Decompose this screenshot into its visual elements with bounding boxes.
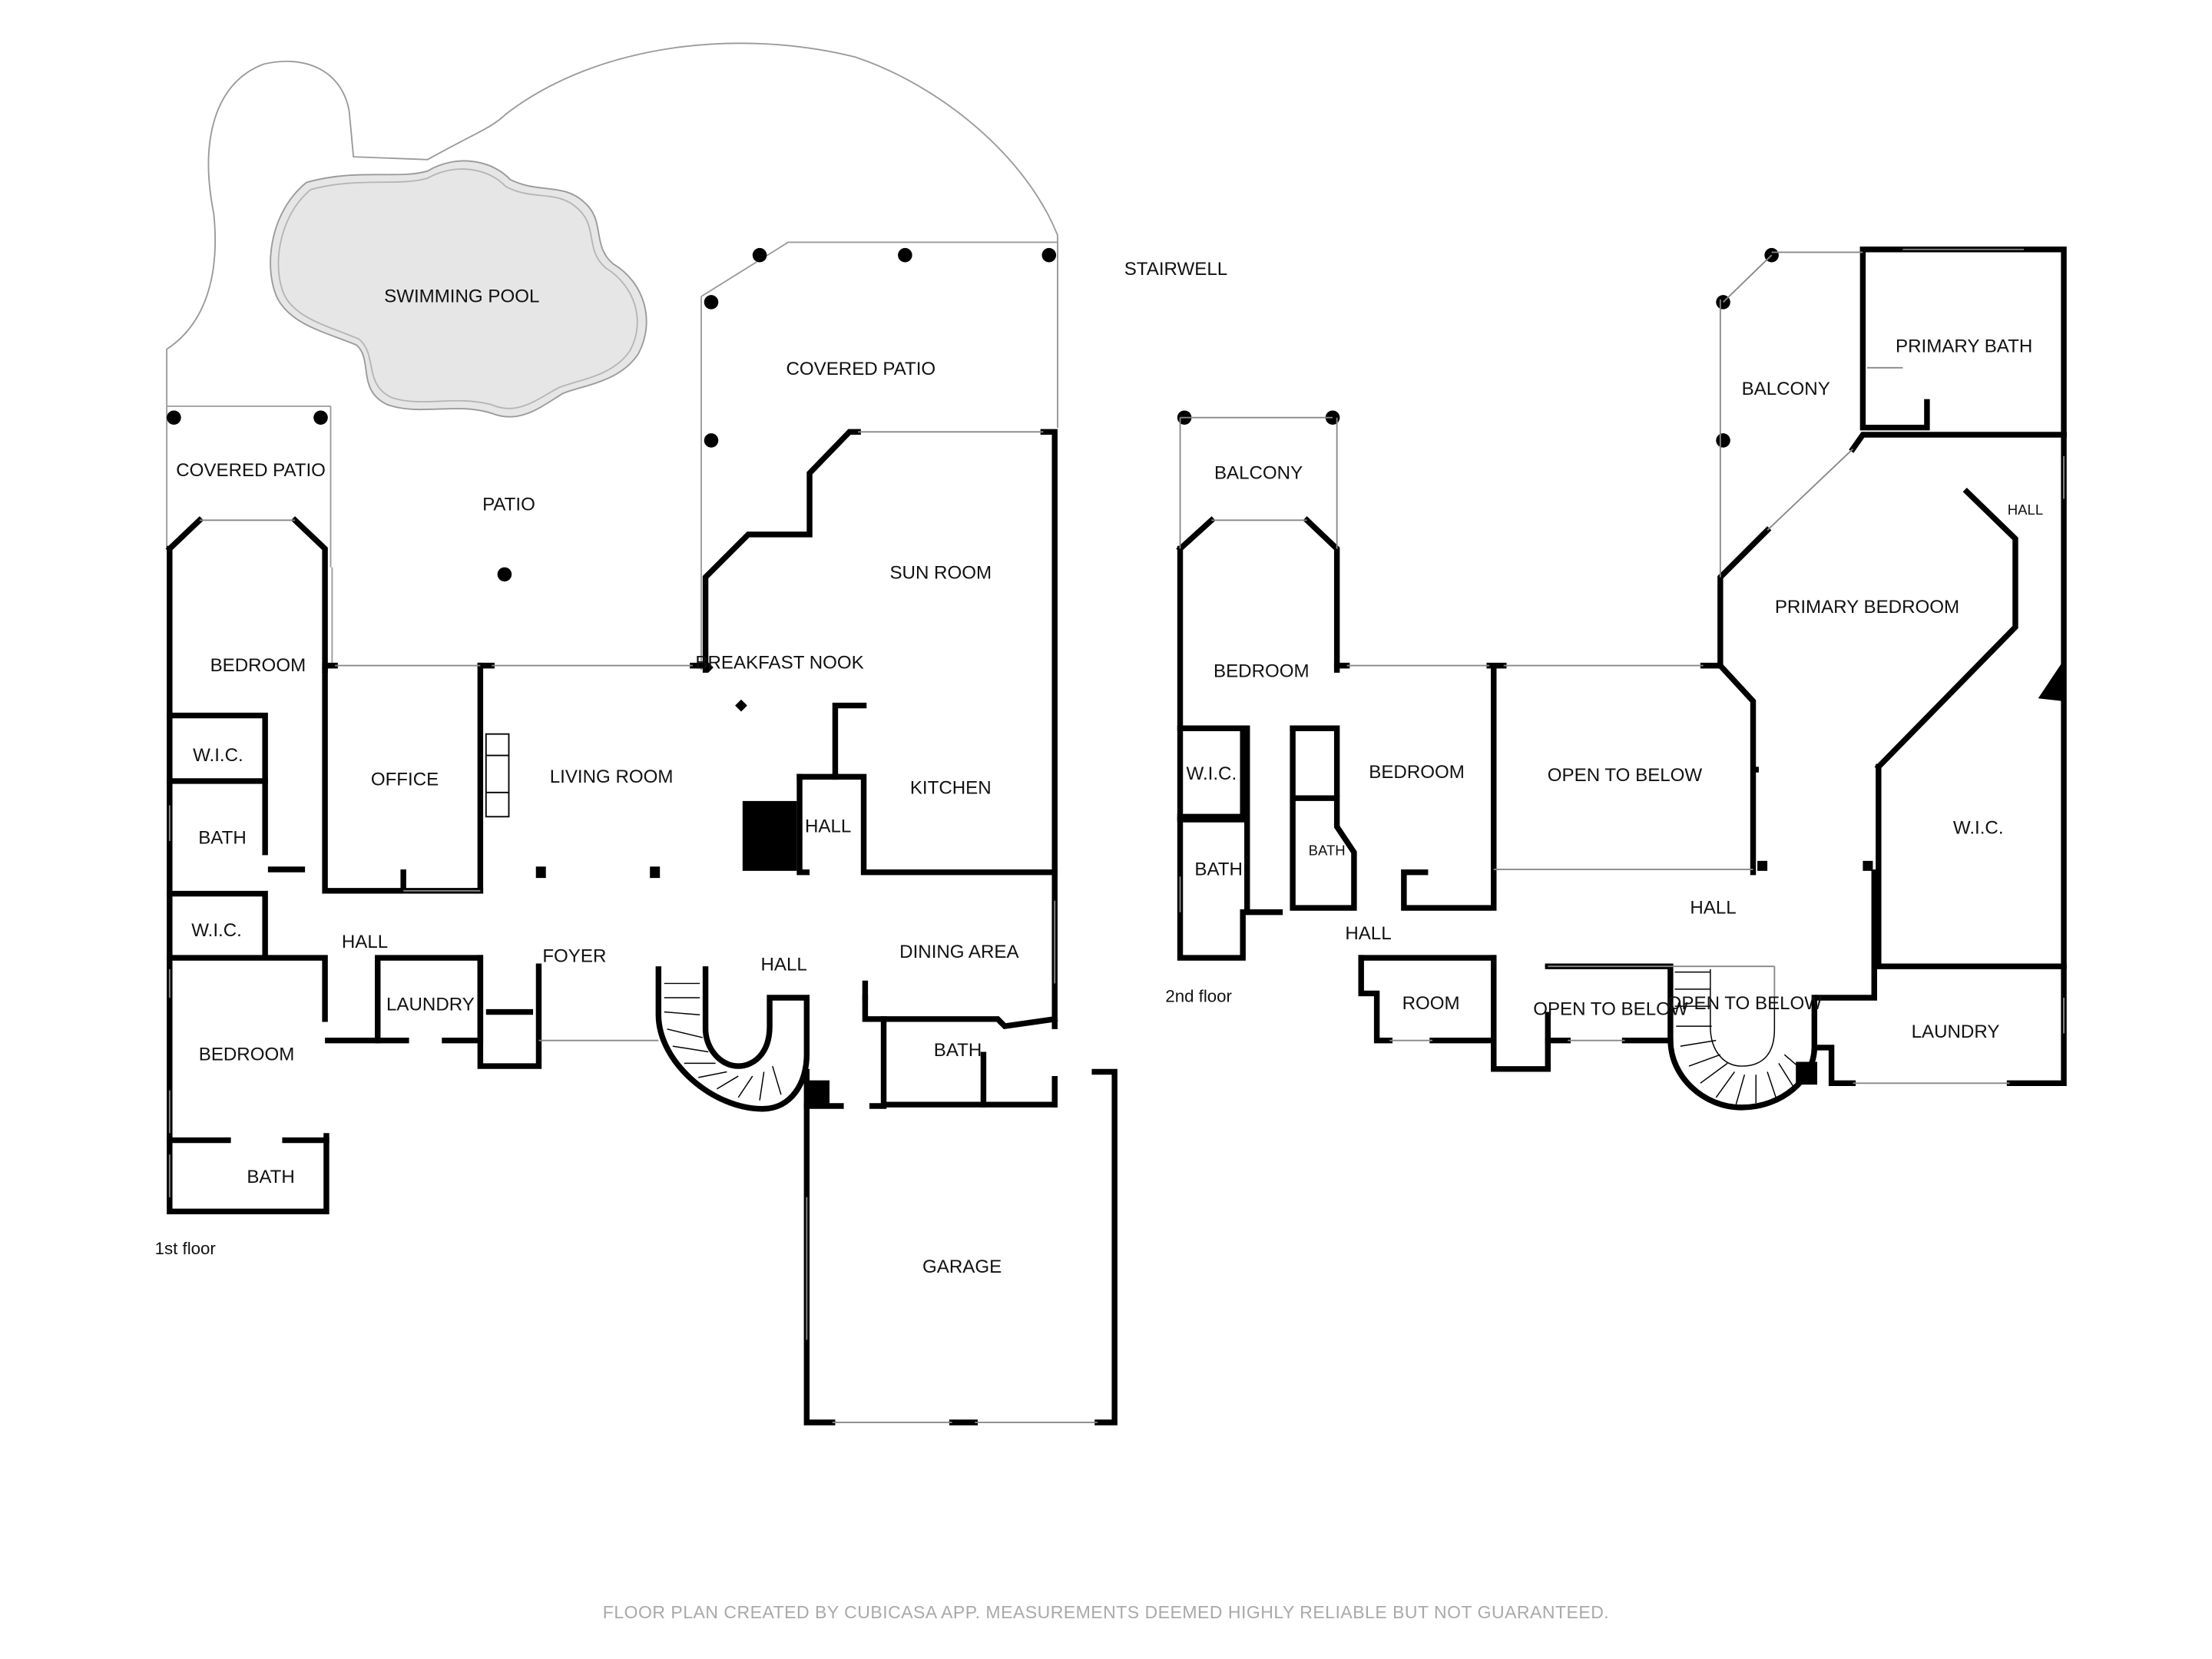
laundry-label-2: LAUNDRY (1912, 1022, 2000, 1042)
foyer-label: FOYER (542, 946, 606, 967)
hall-center-label-2: HALL (1690, 898, 1736, 919)
bath-top-label: BATH (198, 828, 247, 849)
covered-patio-top-label: COVERED PATIO (786, 359, 935, 379)
patio-columns (167, 247, 1779, 582)
floor2-labels: STAIRWELL BALCONY BALCONY PRIMARY BATH H… (1124, 259, 2043, 1042)
hall-small-label: HALL (805, 816, 851, 837)
bedroom-bottom-label: BEDROOM (199, 1045, 295, 1065)
floor1-solids (535, 662, 830, 1107)
kitchen-label: KITCHEN (910, 778, 992, 799)
balcony-right-label: BALCONY (1742, 379, 1830, 399)
hall-right-label: HALL (2008, 502, 2043, 518)
disclaimer-footer: FLOOR PLAN CREATED BY CUBICASA APP. MEAS… (602, 1602, 1610, 1622)
stairwell-label: STAIRWELL (1124, 259, 1227, 280)
balcony-left-label: BALCONY (1214, 463, 1303, 484)
patio-label: PATIO (482, 494, 535, 515)
primary-bedroom-label: PRIMARY BEDROOM (1775, 597, 1959, 618)
open-to-below-top-label: OPEN TO BELOW (1548, 765, 1703, 786)
floor1-caption: 1st floor (155, 1239, 217, 1258)
pool-inner-edge (277, 168, 638, 409)
floor1-stair-treads (664, 982, 782, 1101)
living-room-label: LIVING ROOM (550, 767, 674, 787)
bath-mid-label: BATH (1309, 842, 1346, 858)
swimming-pool-label: SWIMMING POOL (384, 286, 539, 306)
bath-bottom-label: BATH (247, 1167, 295, 1187)
hall-left-label: HALL (342, 932, 388, 952)
hall-center-label: HALL (760, 955, 806, 975)
floor1-labels: SWIMMING POOL COVERED PATIO PATIO COVERE… (155, 286, 1020, 1277)
bedroom-top-label: BEDROOM (210, 655, 306, 676)
hall-left-label-2: HALL (1345, 923, 1391, 944)
swimming-pool-shape (270, 160, 647, 418)
floor1-walls (165, 429, 1118, 1426)
wic-left-label: W.I.C. (1187, 763, 1237, 784)
room-label: ROOM (1402, 993, 1460, 1014)
floor2-solids (1757, 660, 2065, 1085)
floor2-windows (1179, 248, 2065, 1084)
wic-mid-label: W.I.C. (191, 920, 242, 941)
fireplace-icon (485, 733, 510, 818)
floor2-stair-treads (1674, 969, 1805, 1105)
bedroom-mid-label: BEDROOM (1369, 762, 1465, 783)
open-to-below-left-label: OPEN TO BELOW (1533, 998, 1688, 1019)
dining-area-label: DINING AREA (899, 942, 1019, 962)
wic-right-label: W.I.C. (1953, 818, 2004, 839)
laundry-label: LAUNDRY (386, 995, 475, 1015)
breakfast-nook-label: BREAKFAST NOOK (695, 652, 863, 673)
primary-bath-label: PRIMARY BATH (1896, 336, 2032, 356)
open-to-below-right-label: OPEN TO BELOW (1667, 993, 1823, 1014)
yard-outline (166, 42, 1058, 671)
bath-left-label: BATH (1194, 859, 1243, 879)
bath-mid-label: BATH (934, 1040, 982, 1061)
covered-patio-left-label: COVERED PATIO (176, 460, 326, 481)
floor2-caption: 2nd floor (1165, 987, 1232, 1006)
garage-label: GARAGE (922, 1257, 1002, 1277)
wic-top-label: W.I.C. (193, 745, 243, 766)
bedroom-left-label: BEDROOM (1214, 661, 1310, 681)
office-label: OFFICE (371, 769, 439, 790)
floor2-walls (1176, 247, 2067, 1111)
floor1-windows (168, 431, 1098, 1423)
sun-room-label: SUN ROOM (889, 562, 992, 583)
